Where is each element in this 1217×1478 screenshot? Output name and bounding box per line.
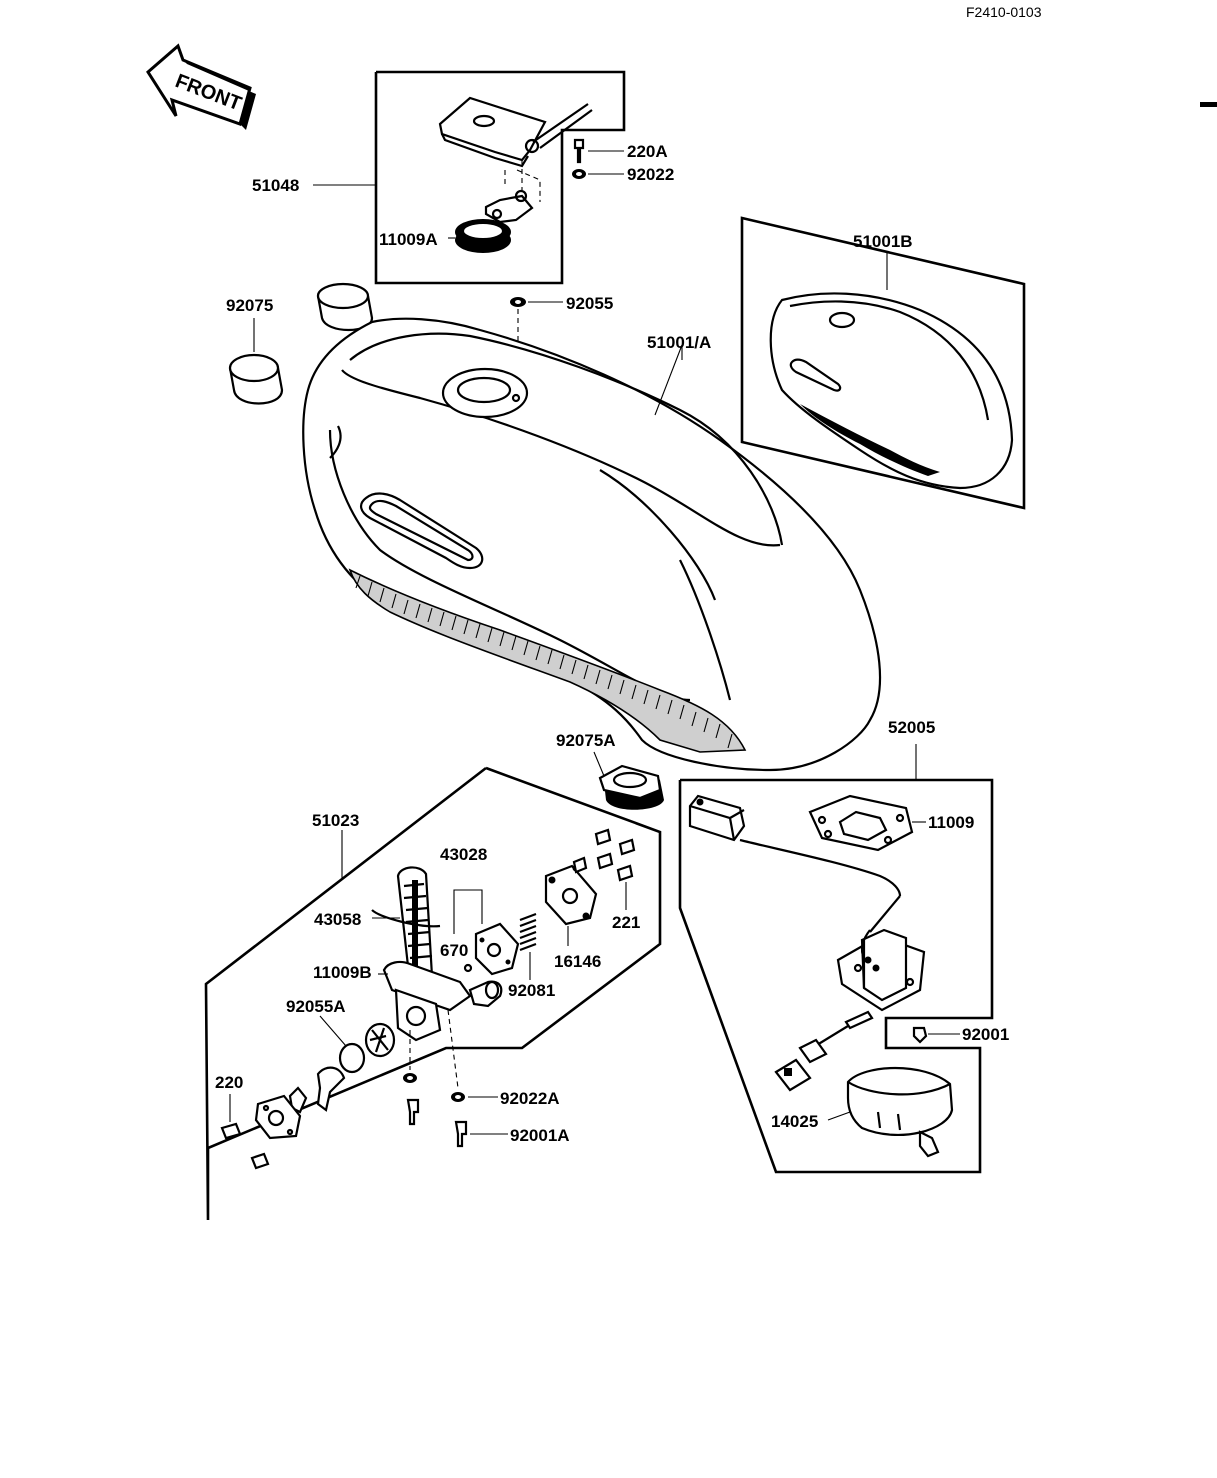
washer-92022 bbox=[572, 169, 586, 179]
screws-220 bbox=[220, 1122, 270, 1170]
cover-16146 bbox=[544, 864, 598, 926]
label-92075: 92075 bbox=[226, 296, 273, 315]
fuel-cap-assembly-box bbox=[374, 70, 626, 285]
tap-lever bbox=[254, 1066, 346, 1140]
gasket-11009 bbox=[808, 794, 914, 852]
fuel-level-sender bbox=[688, 794, 926, 1092]
label-14025: 14025 bbox=[771, 1112, 818, 1131]
label-43058: 43058 bbox=[314, 910, 361, 929]
label-51001B: 51001B bbox=[853, 232, 913, 251]
label-92001A: 92001A bbox=[510, 1126, 570, 1145]
edge-mark bbox=[1200, 102, 1217, 107]
label-11009: 11009 bbox=[928, 813, 974, 832]
label-16146: 16146 bbox=[554, 952, 601, 971]
fuel-tank bbox=[302, 317, 882, 772]
alternate-tank-box bbox=[740, 216, 1026, 510]
label-43028: 43028 bbox=[440, 845, 487, 864]
fuel-cap-seal bbox=[455, 219, 511, 253]
fuel-gauge-box bbox=[678, 778, 994, 1174]
label-92022: 92022 bbox=[627, 165, 674, 184]
reference-code: F2410-0103 bbox=[966, 4, 1042, 20]
label-92081: 92081 bbox=[508, 981, 555, 1000]
label-92075A: 92075A bbox=[556, 731, 616, 750]
cover-14025 bbox=[846, 1067, 954, 1158]
label-221: 221 bbox=[612, 913, 640, 932]
front-arrow-icon: FRONT bbox=[146, 43, 256, 130]
label-51001A: 51001/A bbox=[647, 333, 711, 352]
label-670: 670 bbox=[440, 941, 468, 960]
label-51023: 51023 bbox=[312, 811, 359, 830]
alternate-fuel-tank bbox=[769, 292, 1014, 490]
label-92055A: 92055A bbox=[286, 997, 346, 1016]
spring-92081 bbox=[519, 912, 537, 952]
label-11009A: 11009A bbox=[379, 230, 438, 249]
label-51048: 51048 bbox=[252, 176, 299, 195]
damper-rubber-92075 bbox=[228, 282, 374, 405]
fuel-tap-assembly-box bbox=[204, 766, 662, 1221]
label-92055: 92055 bbox=[566, 294, 613, 313]
oring-92055A bbox=[338, 1022, 396, 1074]
label-92022A: 92022A bbox=[500, 1089, 560, 1108]
label-11009B: 11009B bbox=[313, 963, 372, 982]
screws-221 bbox=[572, 828, 636, 882]
fuel-cap bbox=[438, 96, 593, 168]
screw-220A bbox=[573, 138, 585, 164]
fuel-tap-body bbox=[382, 960, 503, 1042]
tap-mount-hardware bbox=[403, 1009, 468, 1148]
fuel-cap-hinge bbox=[484, 160, 541, 224]
fuel-strainer bbox=[396, 866, 434, 986]
label-220A: 220A bbox=[627, 142, 668, 161]
cap-92075A bbox=[598, 764, 664, 810]
diaphragm-plate bbox=[474, 922, 520, 976]
screw-92001 bbox=[912, 1026, 928, 1044]
washer-92055 bbox=[510, 297, 526, 307]
label-220: 220 bbox=[215, 1073, 243, 1092]
label-52005: 52005 bbox=[888, 718, 935, 737]
label-92001: 92001 bbox=[962, 1025, 1009, 1044]
